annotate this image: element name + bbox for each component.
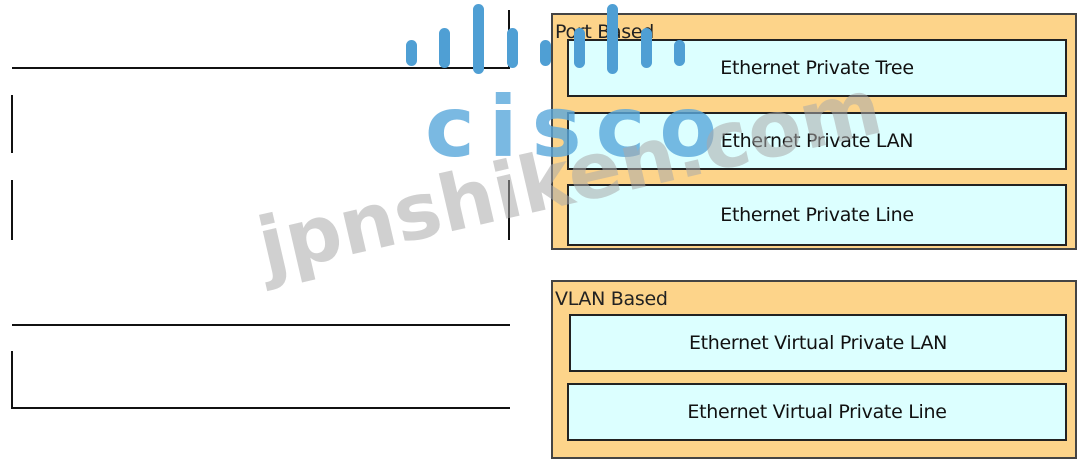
vlan-based-group: VLAN Based Ethernet Virtual Private LAN … (551, 280, 1077, 459)
option-ethernet-virtual-private-lan[interactable]: Ethernet Virtual Private LAN (569, 314, 1067, 372)
watermark-logo-text: cisco (425, 78, 732, 176)
option-ethernet-private-line[interactable]: Ethernet Private Line (567, 184, 1067, 246)
port-based-group: Port Based Ethernet Private Tree Etherne… (551, 13, 1077, 250)
option-ethernet-private-lan[interactable]: Ethernet Private LAN (567, 112, 1067, 170)
option-ethernet-virtual-private-line[interactable]: Ethernet Virtual Private Line (567, 383, 1067, 441)
group-title-vlan-based: VLAN Based (555, 288, 668, 310)
